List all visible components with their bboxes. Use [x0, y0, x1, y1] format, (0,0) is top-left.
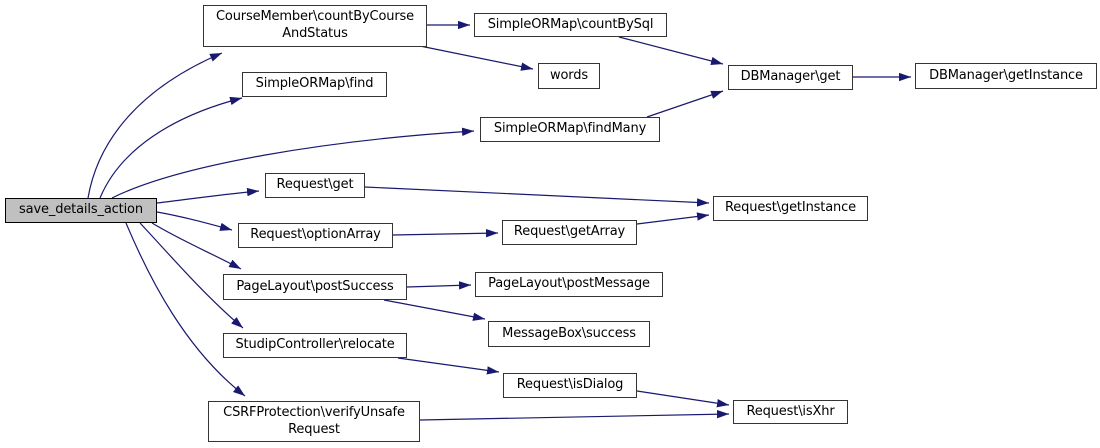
- node-coursemember-countbycourseandstatus[interactable]: CourseMember\countByCourse AndStatus: [203, 5, 427, 47]
- node-request-optionarray[interactable]: Request\optionArray: [238, 223, 393, 248]
- node-csrfprotection-verifyunsaferequest[interactable]: CSRFProtection\verifyUnsafe Request: [208, 401, 420, 442]
- node-save-details-action: save_details_action: [5, 198, 157, 223]
- node-request-getinstance[interactable]: Request\getInstance: [713, 196, 868, 221]
- edge-isdialog-to-isxhr: [636, 390, 730, 408]
- edge-relocate-to-isdialog: [397, 357, 500, 375]
- edge-csrf-to-isxhr: [419, 410, 730, 421]
- edge-getarray-to-getinstance: [636, 212, 710, 225]
- node-request-isxhr[interactable]: Request\isXhr: [733, 400, 848, 424]
- edge-countbysql-to-dbget: [618, 36, 724, 66]
- edge-save-to-optionarray: [156, 211, 233, 231]
- edge-requestget-to-getinstance: [364, 186, 710, 207]
- node-messagebox-success[interactable]: MessageBox\success: [488, 321, 650, 347]
- node-simpleormap-find[interactable]: SimpleORMap\find: [242, 72, 387, 97]
- node-pagelayout-postsuccess[interactable]: PageLayout\postSuccess: [223, 274, 407, 300]
- edge-save-to-postsuccess: [151, 222, 242, 270]
- node-request-isdialog[interactable]: Request\isDialog: [503, 373, 637, 398]
- node-simpleormap-findmany[interactable]: SimpleORMap\findMany: [480, 117, 660, 142]
- edge-postsuccess-to-msgsuccess: [383, 299, 486, 321]
- node-simpleormap-countbysql[interactable]: SimpleORMap\countBySql: [474, 13, 667, 37]
- edge-optionarray-to-getarray: [392, 229, 499, 238]
- node-studipcontroller-relocate[interactable]: StudipController\relocate: [223, 333, 407, 358]
- edge-save-to-findmany: [111, 127, 475, 199]
- node-request-get[interactable]: Request\get: [265, 173, 365, 198]
- edge-save-to-relocate: [139, 222, 244, 329]
- node-dbmanager-getinstance[interactable]: DBManager\getInstance: [915, 63, 1097, 89]
- node-dbmanager-get[interactable]: DBManager\get: [728, 65, 853, 90]
- node-request-getarray[interactable]: Request\getArray: [502, 220, 637, 245]
- node-words[interactable]: words: [538, 63, 600, 89]
- edge-save-to-find: [99, 96, 243, 199]
- node-pagelayout-postmessage[interactable]: PageLayout\postMessage: [475, 272, 663, 297]
- edge-findmany-to-dbget: [646, 90, 724, 118]
- edge-save-to-countbycourseandstatus: [87, 52, 223, 199]
- edge-save-to-csrf: [125, 222, 246, 397]
- edge-save-to-request-get: [156, 187, 260, 204]
- edge-countbycourse-to-words: [419, 45, 534, 71]
- edge-postsuccess-to-postmessage: [406, 281, 472, 290]
